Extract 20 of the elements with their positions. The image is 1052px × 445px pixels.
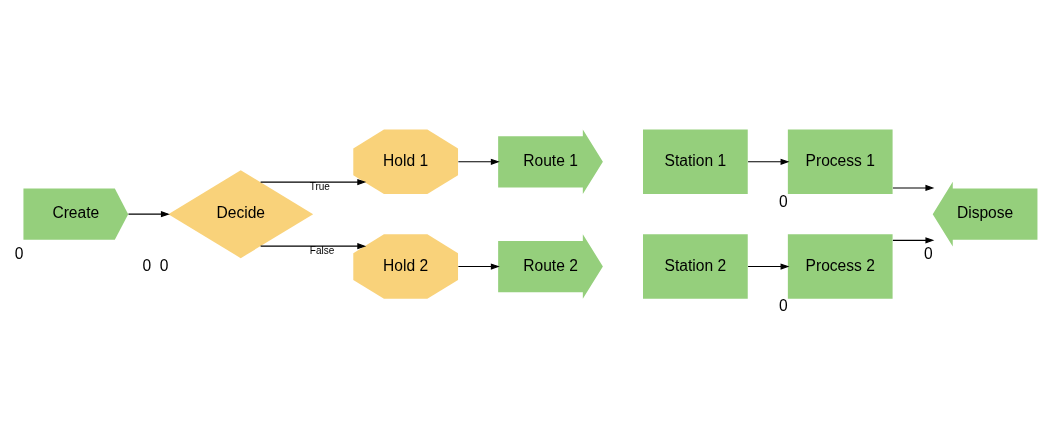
node-box: Station 1 (643, 129, 748, 195)
node-label: 0 (779, 297, 788, 315)
arrow (127, 211, 170, 218)
node-label: 0 (779, 192, 788, 210)
arrow (457, 158, 500, 165)
arrow (260, 179, 367, 186)
node-label: 0 0 (142, 256, 169, 274)
node-box: Process 2 (787, 234, 893, 299)
arrow (457, 263, 500, 270)
edge-label: False (309, 245, 335, 257)
arrow (747, 263, 790, 270)
node-box: Process 1 (787, 129, 893, 195)
node-label: 0 (14, 244, 24, 262)
arrow (892, 184, 935, 192)
arrow (747, 158, 790, 165)
node-label: 0 (923, 244, 933, 262)
node-box: Station 2 (643, 234, 748, 299)
arrow (260, 243, 367, 250)
arrow (892, 237, 935, 244)
edge-label: True (309, 181, 330, 193)
